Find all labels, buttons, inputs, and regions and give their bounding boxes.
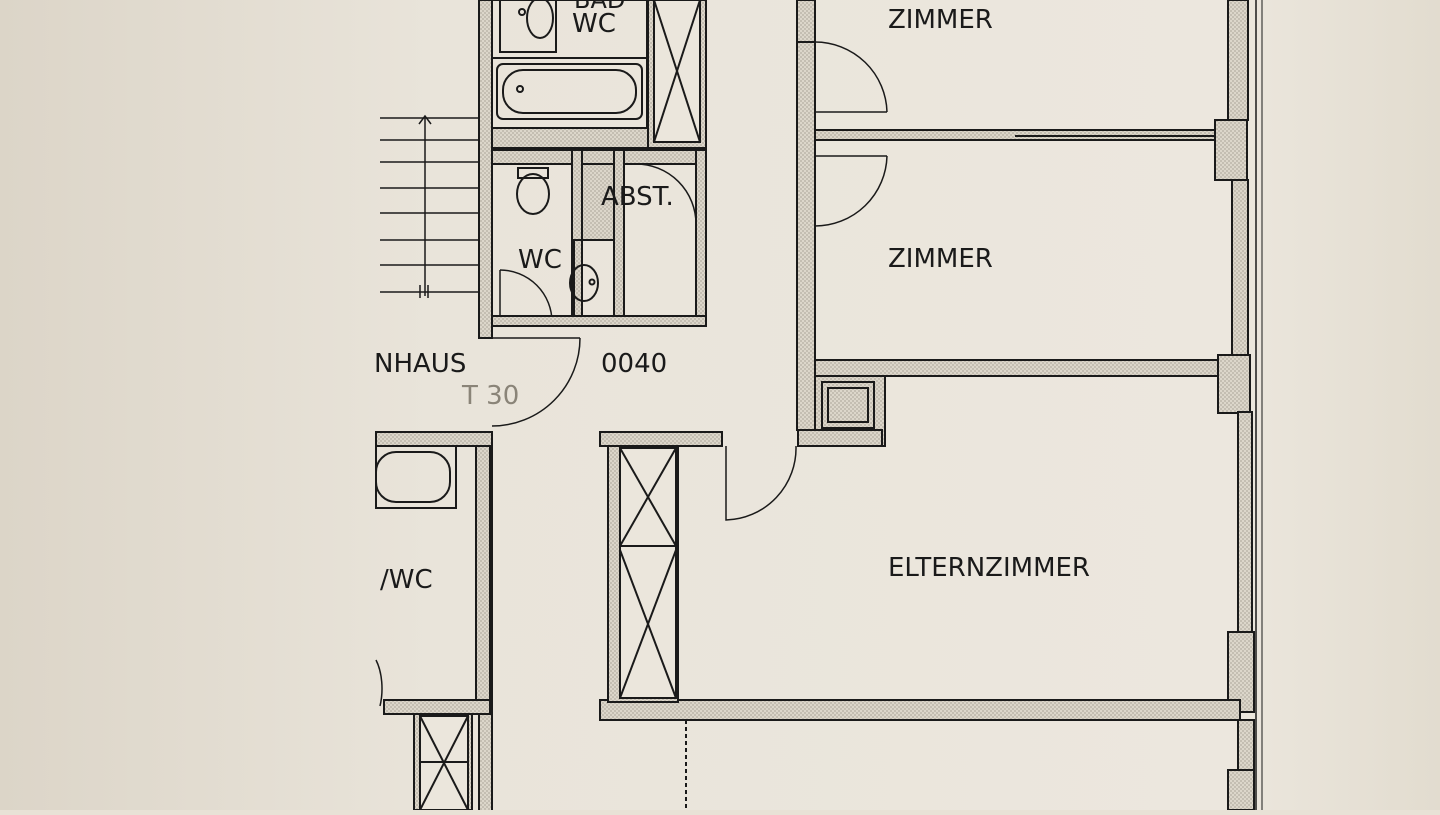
label-treppenhaus: NHAUS	[374, 349, 466, 379]
staircase	[380, 114, 478, 298]
label-bad-wc: WC	[572, 9, 616, 39]
label-fire-door: T 30	[461, 381, 519, 411]
walls	[375, 0, 1263, 813]
label-zimmer-mid: ZIMMER	[888, 244, 993, 274]
label-zimmer-top: ZIMMER	[888, 5, 993, 35]
label-abstellraum: ABST.	[601, 182, 674, 212]
label-elternzimmer: ELTERNZIMMER	[888, 553, 1090, 583]
label-unit-number: 0040	[601, 349, 667, 379]
label-wc: WC	[518, 245, 562, 275]
label-neighbour-wc: /WC	[380, 565, 433, 595]
label-bad-partial: BAD	[574, 0, 625, 14]
